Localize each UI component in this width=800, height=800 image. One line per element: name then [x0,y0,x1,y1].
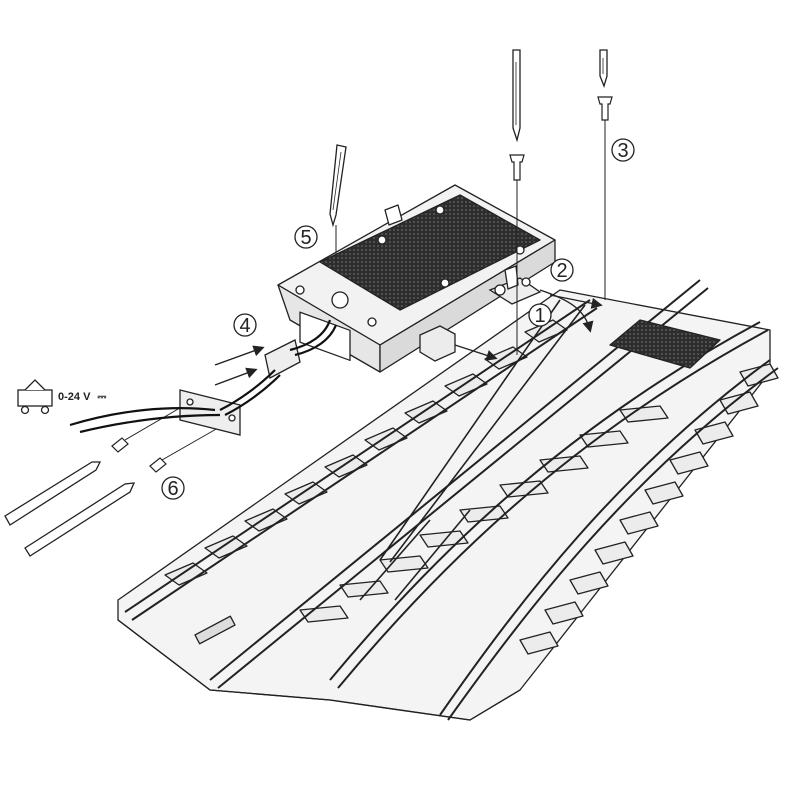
turnout-label-plate [194,615,236,645]
screw-icon [111,96,613,473]
svg-text:1: 1 [534,305,545,327]
motor-screw-hole [440,278,450,288]
connector-plug [264,339,301,379]
screwdriver-icon [4,49,608,557]
motor-terminal-block [299,311,351,362]
screwdriver-lower-1 [4,461,102,526]
screwdriver-motor [329,144,347,228]
callout-1: 1 [528,303,552,327]
arrow-step-2 [539,289,594,333]
connector-plate [179,389,241,436]
switch-blades [359,299,586,601]
callout-6: 6 [161,476,185,500]
svg-text:2: 2 [556,260,567,282]
callout-3: 3 [611,138,635,162]
arrow-step-6 [214,367,258,386]
track-turnout-icon [117,279,779,721]
svg-text:5: 5 [300,227,311,249]
callout-2: 2 [550,258,574,282]
svg-text:4: 4 [239,315,250,337]
motor-adjust-screw [331,291,349,309]
svg-text:3: 3 [617,140,628,162]
svg-text:6: 6 [167,478,178,500]
throw-bar [609,319,721,369]
motor-screw-hole [367,317,377,327]
diverging-rails [329,321,779,721]
linkage-rod [488,265,542,305]
callout-markers: 1 2 3 4 5 6 [161,138,635,500]
screwdriver-lower-2 [24,482,136,557]
motor-mount-tab [384,204,403,226]
motor-screw-hole [515,245,525,255]
screwdriver-top-right [599,49,608,88]
arrow-icon [214,289,603,386]
wires [69,319,338,434]
turnout-front-edge [117,619,521,721]
sleepers [164,319,779,655]
arrow-step-4 [214,345,265,366]
motor-screw-hole [295,285,305,295]
screwdriver-top-center [512,49,521,143]
arrow-linkage [549,294,603,309]
locomotive-icon [17,379,53,415]
power-voltage-label: 0-24 V ⎓ [58,391,106,403]
spacer-block [419,325,456,362]
motor-screw-hole [435,205,445,215]
motor-screw-hole [377,235,387,245]
callout-5: 5 [294,225,318,249]
callout-4: 4 [233,313,257,337]
wire-connector-icon [179,339,301,436]
motor-cover-panel [319,194,541,311]
arrow-step-1 [454,344,498,361]
